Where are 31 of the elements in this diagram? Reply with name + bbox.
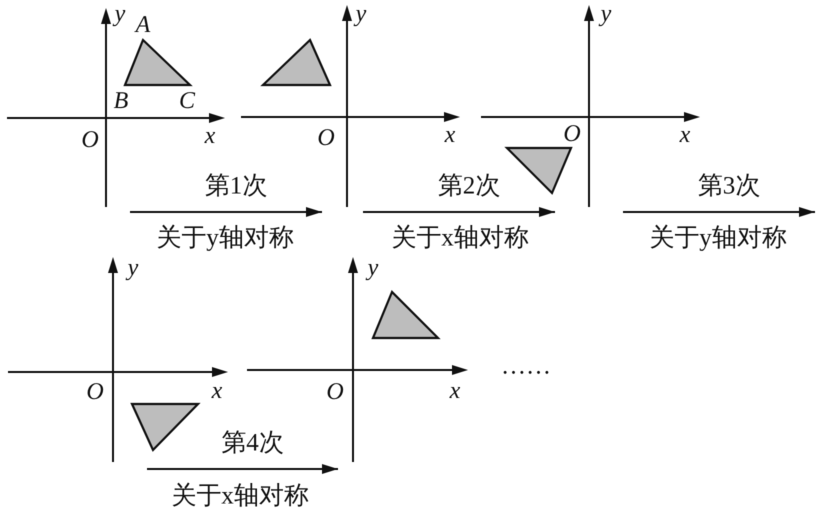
- arrow: [130, 207, 322, 217]
- axis-label: y: [600, 2, 612, 26]
- axis-label: y: [128, 256, 138, 280]
- axis-label: y: [368, 256, 378, 280]
- vertex-label: B: [114, 89, 128, 113]
- axis-label: x: [204, 124, 216, 148]
- axis-label: y: [356, 2, 366, 26]
- ellipsis: ……: [501, 354, 551, 378]
- arrow: [623, 207, 815, 217]
- axis-label: x: [450, 379, 460, 403]
- rule-label: 关于y轴对称: [156, 226, 294, 250]
- rule-label: 关于x轴对称: [171, 484, 309, 508]
- axis-label: x: [680, 123, 690, 147]
- step-label: 第4次: [221, 430, 284, 456]
- origin-label: O: [317, 126, 335, 150]
- rule-label: 关于y轴对称: [649, 226, 787, 250]
- rule-label: 关于x轴对称: [391, 226, 529, 250]
- axis-label: x: [444, 123, 456, 147]
- origin-label: O: [86, 380, 104, 404]
- axis-label: y: [114, 2, 126, 26]
- vertex-label: C: [179, 89, 195, 113]
- step-label: 第2次: [438, 174, 500, 198]
- origin-label: O: [563, 122, 581, 146]
- vertex-label: A: [136, 13, 150, 37]
- origin-label: O: [326, 380, 344, 404]
- step-label: 第1次: [204, 174, 268, 198]
- axis-label: x: [212, 379, 222, 403]
- step-label: 第3次: [698, 174, 760, 198]
- origin-label: O: [81, 128, 99, 152]
- arrow: [147, 464, 338, 474]
- arrow: [363, 207, 555, 217]
